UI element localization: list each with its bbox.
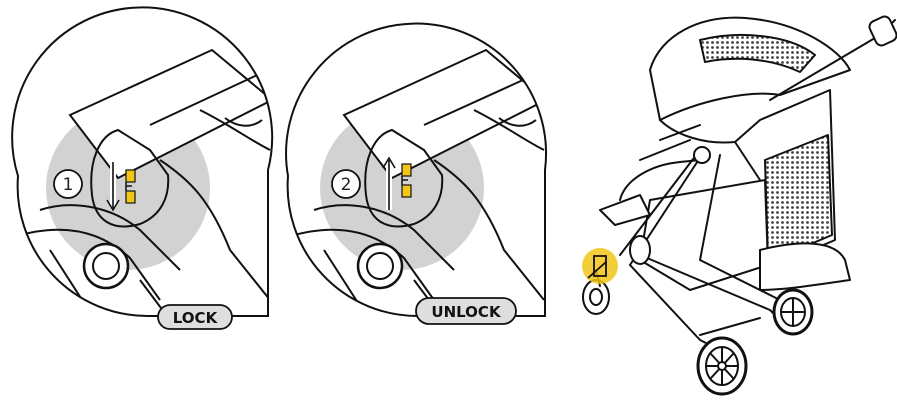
rear-wheel-right — [772, 288, 814, 336]
stroller-illustration — [582, 15, 897, 396]
unlock-badge: UNLOCK — [415, 297, 517, 325]
lock-label: LOCK — [173, 309, 219, 327]
step-2-number: 2 — [341, 175, 352, 195]
unlock-zoom-detail — [286, 48, 547, 317]
lock-zoom-detail — [12, 48, 273, 317]
latch-icon — [401, 163, 412, 198]
lock-panel-outline — [11, 6, 274, 318]
down-arrow-icon — [106, 162, 120, 212]
lock-panel: 1 LOCK — [11, 6, 274, 330]
step-1-number: 1 — [63, 175, 74, 195]
unlock-panel-outline — [285, 22, 548, 318]
brake-highlight — [582, 248, 618, 284]
lock-badge: LOCK — [157, 304, 233, 330]
latch-icon — [125, 169, 136, 204]
step-2-marker: 2 — [331, 169, 361, 199]
step-1-marker: 1 — [53, 169, 83, 199]
rear-wheel-left — [696, 336, 748, 396]
unlock-label: UNLOCK — [431, 303, 502, 321]
unlock-panel: 2 UNLOCK — [285, 22, 548, 325]
up-arrow-icon — [382, 156, 396, 210]
